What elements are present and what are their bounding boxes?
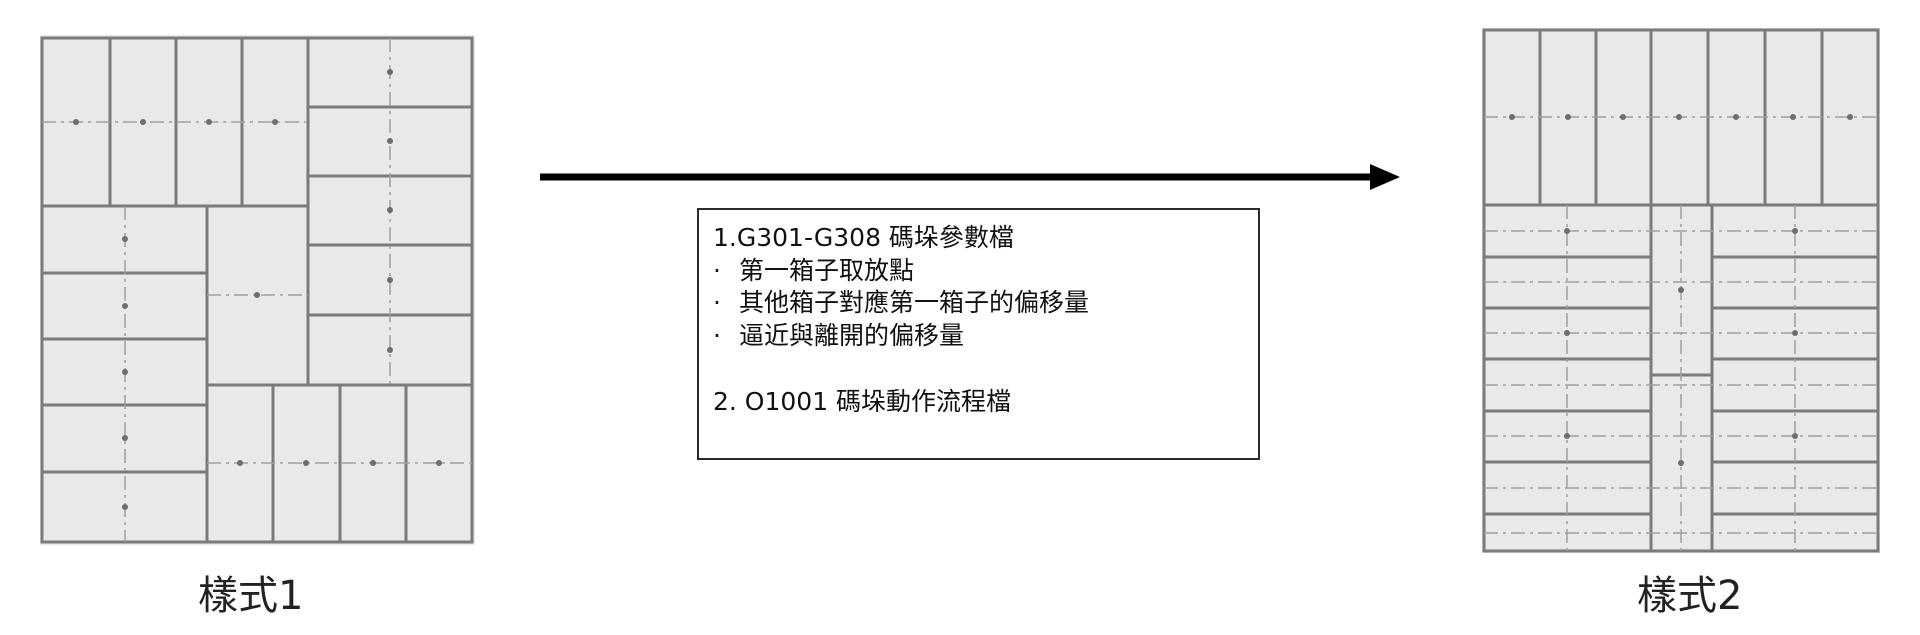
spacer — [713, 352, 1244, 386]
bullet-dot: · — [713, 320, 721, 350]
caption-pattern-2: 樣式2 — [1637, 573, 1743, 619]
bullet-item: · 逼近與離開的偏移量 — [713, 320, 1244, 353]
pallet-pattern-2 — [1482, 28, 1880, 553]
bullet-item: · 其他箱子對應第一箱子的偏移量 — [713, 287, 1244, 320]
info-box: 1.G301-G308 碼垛參數檔 · 第一箱子取放點 · 其他箱子對應第一箱子… — [697, 208, 1260, 460]
bullet-item: · 第一箱子取放點 — [713, 255, 1244, 288]
flow-arrow — [540, 164, 1400, 190]
pallet-pattern-1 — [40, 35, 475, 545]
caption-pattern-1: 樣式1 — [198, 573, 304, 619]
bullet-text: 第一箱子取放點 — [738, 255, 914, 285]
bullet-text: 逼近與離開的偏移量 — [738, 320, 964, 350]
info-title: 1.G301-G308 碼垛參數檔 — [713, 223, 1014, 252]
bullet-text: 其他箱子對應第一箱子的偏移量 — [738, 288, 1089, 317]
pattern-1-centerlines — [42, 38, 472, 542]
pattern-2-centerlines — [1484, 114, 1878, 551]
arrow-head — [1370, 164, 1400, 190]
bullet-dot: · — [713, 255, 721, 285]
info-footer: 2. O1001 碼垛動作流程檔 — [713, 387, 1012, 416]
bullet-dot: · — [713, 288, 721, 317]
